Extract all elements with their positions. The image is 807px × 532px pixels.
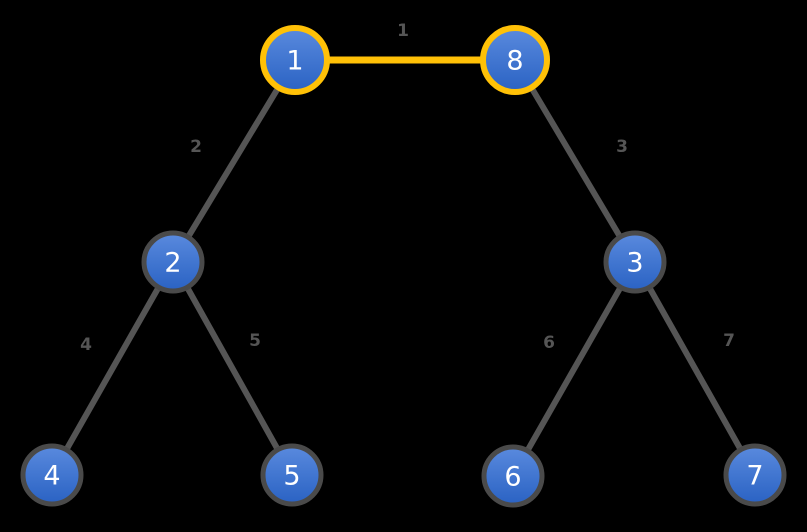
graph-node-2[interactable]: 2 <box>141 230 205 294</box>
node-circle-4[interactable] <box>20 443 84 507</box>
edges-layer <box>49 56 758 479</box>
node-circle-6[interactable] <box>481 444 545 508</box>
edge-labels-layer: 1 2 3 4 5 6 7 <box>80 21 735 355</box>
graph-node-1[interactable]: 1 <box>260 25 330 95</box>
graph-node-6[interactable]: 6 <box>481 444 545 508</box>
node-label-3: 3 <box>626 248 643 279</box>
node-label-1: 1 <box>286 46 303 77</box>
nodes-layer: 1 8 2 3 4 5 6 7 <box>20 25 787 508</box>
node-label-6: 6 <box>504 462 521 493</box>
edge-label-1: 1 <box>397 21 409 41</box>
graph-edge-2-4[interactable] <box>49 259 176 478</box>
node-label-4: 4 <box>43 461 60 492</box>
edge-label-4: 4 <box>80 335 92 355</box>
graph-edge-8-3[interactable] <box>512 57 638 265</box>
node-label-2: 2 <box>164 248 181 279</box>
graph-node-3[interactable]: 3 <box>603 230 667 294</box>
edge-label-5: 5 <box>249 331 261 351</box>
edge-label-7: 7 <box>723 331 735 351</box>
node-circle-2[interactable] <box>141 230 205 294</box>
edge-label-6: 6 <box>543 333 555 353</box>
node-circle-1[interactable] <box>260 25 330 95</box>
graph-edge-3-7[interactable] <box>632 259 758 478</box>
node-label-8: 8 <box>506 46 523 77</box>
node-circle-7[interactable] <box>723 443 787 507</box>
edge-label-2: 2 <box>190 137 202 157</box>
node-label-5: 5 <box>283 461 300 492</box>
graph-node-4[interactable]: 4 <box>20 443 84 507</box>
node-circle-5[interactable] <box>260 443 324 507</box>
graph-edge-2-5[interactable] <box>170 259 295 478</box>
graph-node-8[interactable]: 8 <box>480 25 550 95</box>
edge-label-3: 3 <box>616 137 628 157</box>
graph-node-5[interactable]: 5 <box>260 443 324 507</box>
graph-edge-3-6[interactable] <box>510 259 638 479</box>
graph-edge-1-2[interactable] <box>170 57 298 265</box>
graph-node-7[interactable]: 7 <box>723 443 787 507</box>
node-circle-3[interactable] <box>603 230 667 294</box>
node-circle-8[interactable] <box>480 25 550 95</box>
node-label-7: 7 <box>746 461 763 492</box>
